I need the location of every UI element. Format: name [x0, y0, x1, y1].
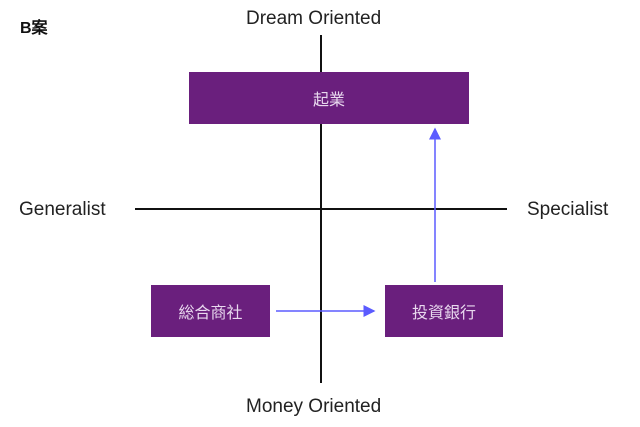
axis-label-right: Specialist [527, 199, 609, 220]
diagram-title: B案 [20, 20, 48, 37]
node-investment-bank: 投資銀行 [385, 285, 503, 337]
axis-label-left: Generalist [19, 199, 106, 220]
axis-label-bottom: Money Oriented [246, 396, 382, 417]
node-trading-company: 総合商社 [151, 285, 270, 337]
axis-label-top: Dream Oriented [246, 8, 382, 29]
node-startup: 起業 [189, 72, 469, 124]
